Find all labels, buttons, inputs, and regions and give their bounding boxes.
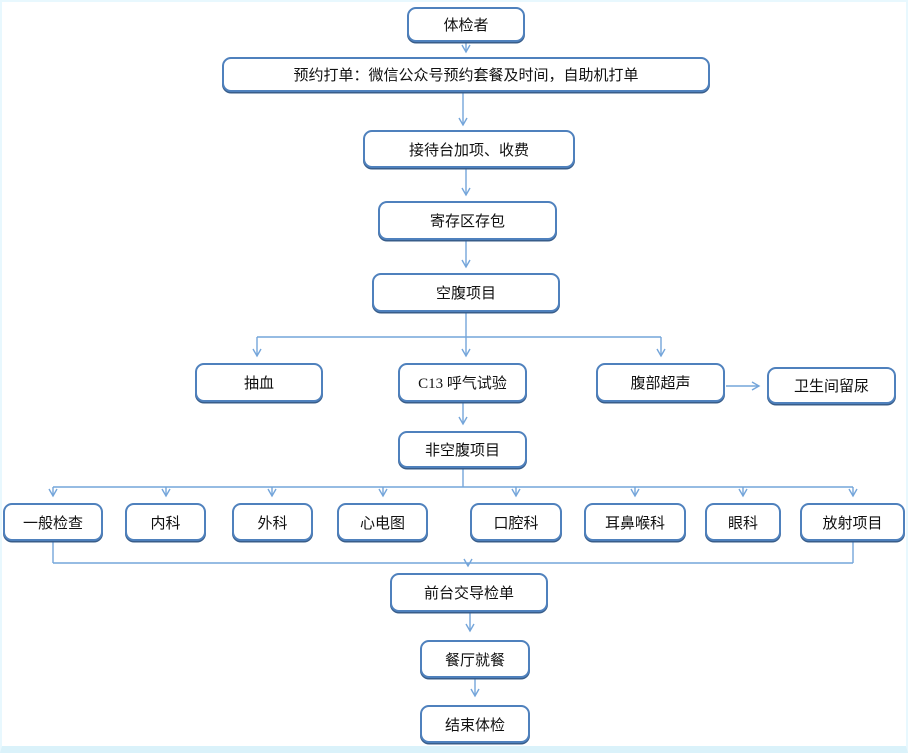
node-ent: 耳鼻喉科: [584, 503, 686, 541]
node-ultrasound: 腹部超声: [596, 363, 725, 402]
node-reception: 接待台加项、收费: [363, 130, 575, 168]
node-eye: 眼科: [705, 503, 781, 541]
node-internal: 内科: [125, 503, 206, 541]
node-surgery: 外科: [232, 503, 313, 541]
node-end: 结束体检: [420, 705, 530, 743]
node-blood: 抽血: [195, 363, 323, 402]
node-examinee: 体检者: [407, 7, 525, 42]
node-radiology: 放射项目: [800, 503, 905, 541]
node-booking: 预约打单：微信公众号预约套餐及时间，自助机打单: [222, 57, 710, 92]
node-dental: 口腔科: [470, 503, 562, 541]
node-locker: 寄存区存包: [378, 201, 557, 240]
node-ecg: 心电图: [337, 503, 428, 541]
node-urine: 卫生间留尿: [767, 367, 896, 404]
node-general: 一般检查: [3, 503, 103, 541]
node-dining: 餐厅就餐: [420, 640, 530, 678]
node-nonfasting: 非空腹项目: [398, 431, 527, 468]
node-guide: 前台交导检单: [390, 573, 548, 612]
node-c13: C13 呼气试验: [398, 363, 527, 402]
node-fasting: 空腹项目: [372, 273, 560, 312]
